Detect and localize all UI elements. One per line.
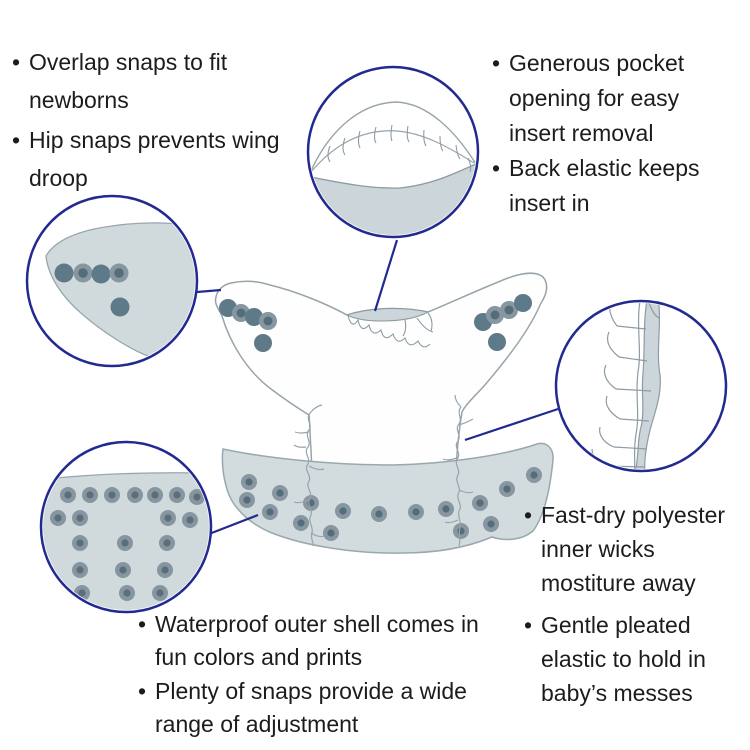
bullet-icon: • bbox=[12, 49, 21, 75]
wing-snaps-right bbox=[474, 294, 532, 351]
bullet-item: • Gentle pleated elastic to hold in baby… bbox=[524, 608, 750, 710]
bullet-icon: • bbox=[12, 127, 21, 153]
bullet-item: • Waterproof outer shell comes in fun co… bbox=[138, 608, 538, 674]
bullet-item: • Fast-dry polyester inner wicks mostitu… bbox=[524, 498, 750, 600]
pocket-opening bbox=[345, 307, 434, 348]
bullet-text: Gentle pleated elastic to hold in baby’s… bbox=[541, 612, 706, 706]
wing-snaps-left bbox=[219, 299, 277, 352]
leg-elastic-right bbox=[442, 394, 474, 547]
bullet-text: Hip snaps prevents wing droop bbox=[29, 127, 280, 191]
leader-line-leg bbox=[464, 407, 559, 442]
leader-line-hip bbox=[196, 288, 222, 294]
bullet-text: Generous pocket opening for easy insert … bbox=[509, 50, 685, 146]
magnifier-hip-snaps-detail bbox=[25, 194, 199, 368]
bullet-icon: • bbox=[138, 678, 147, 704]
bullet-item: • Generous pocket opening for easy inser… bbox=[492, 46, 742, 151]
magnifier-pocket-detail bbox=[306, 65, 480, 239]
bullet-icon: • bbox=[524, 612, 533, 638]
bullet-text: Back elastic keeps insert in bbox=[509, 155, 700, 216]
magnifier-snap-grid-detail bbox=[39, 440, 213, 614]
bullet-item: • Hip snaps prevents wing droop bbox=[12, 121, 312, 197]
leg-elastic-left bbox=[293, 404, 325, 547]
bullet-icon: • bbox=[492, 50, 501, 76]
bullet-icon: • bbox=[524, 502, 533, 528]
bullet-text: Fast-dry polyester inner wicks mostiture… bbox=[541, 502, 726, 596]
bullet-item: • Overlap snaps to fit newborns bbox=[12, 43, 312, 119]
leader-line-pocket bbox=[373, 239, 399, 312]
annotation-bottom-right: • Fast-dry polyester inner wicks mostitu… bbox=[524, 498, 750, 710]
bullet-item: • Back elastic keeps insert in bbox=[492, 151, 742, 221]
annotation-bottom-center: • Waterproof outer shell comes in fun co… bbox=[138, 608, 538, 741]
bullet-icon: • bbox=[138, 611, 147, 637]
leader-line-panel bbox=[208, 513, 259, 536]
bullet-text: Waterproof outer shell comes in fun colo… bbox=[155, 611, 479, 670]
annotation-top-right: • Generous pocket opening for easy inser… bbox=[492, 46, 742, 221]
bullet-item: • Plenty of snaps provide a wide range o… bbox=[138, 675, 538, 741]
bullet-text: Overlap snaps to fit newborns bbox=[29, 49, 228, 113]
bullet-icon: • bbox=[492, 155, 501, 181]
diaper-shell bbox=[214, 272, 548, 506]
magnifier-leg-elastic-detail bbox=[554, 299, 728, 473]
bullet-text: Plenty of snaps provide a wide range of … bbox=[155, 678, 467, 737]
annotation-top-left: • Overlap snaps to fit newborns • Hip sn… bbox=[12, 43, 312, 197]
